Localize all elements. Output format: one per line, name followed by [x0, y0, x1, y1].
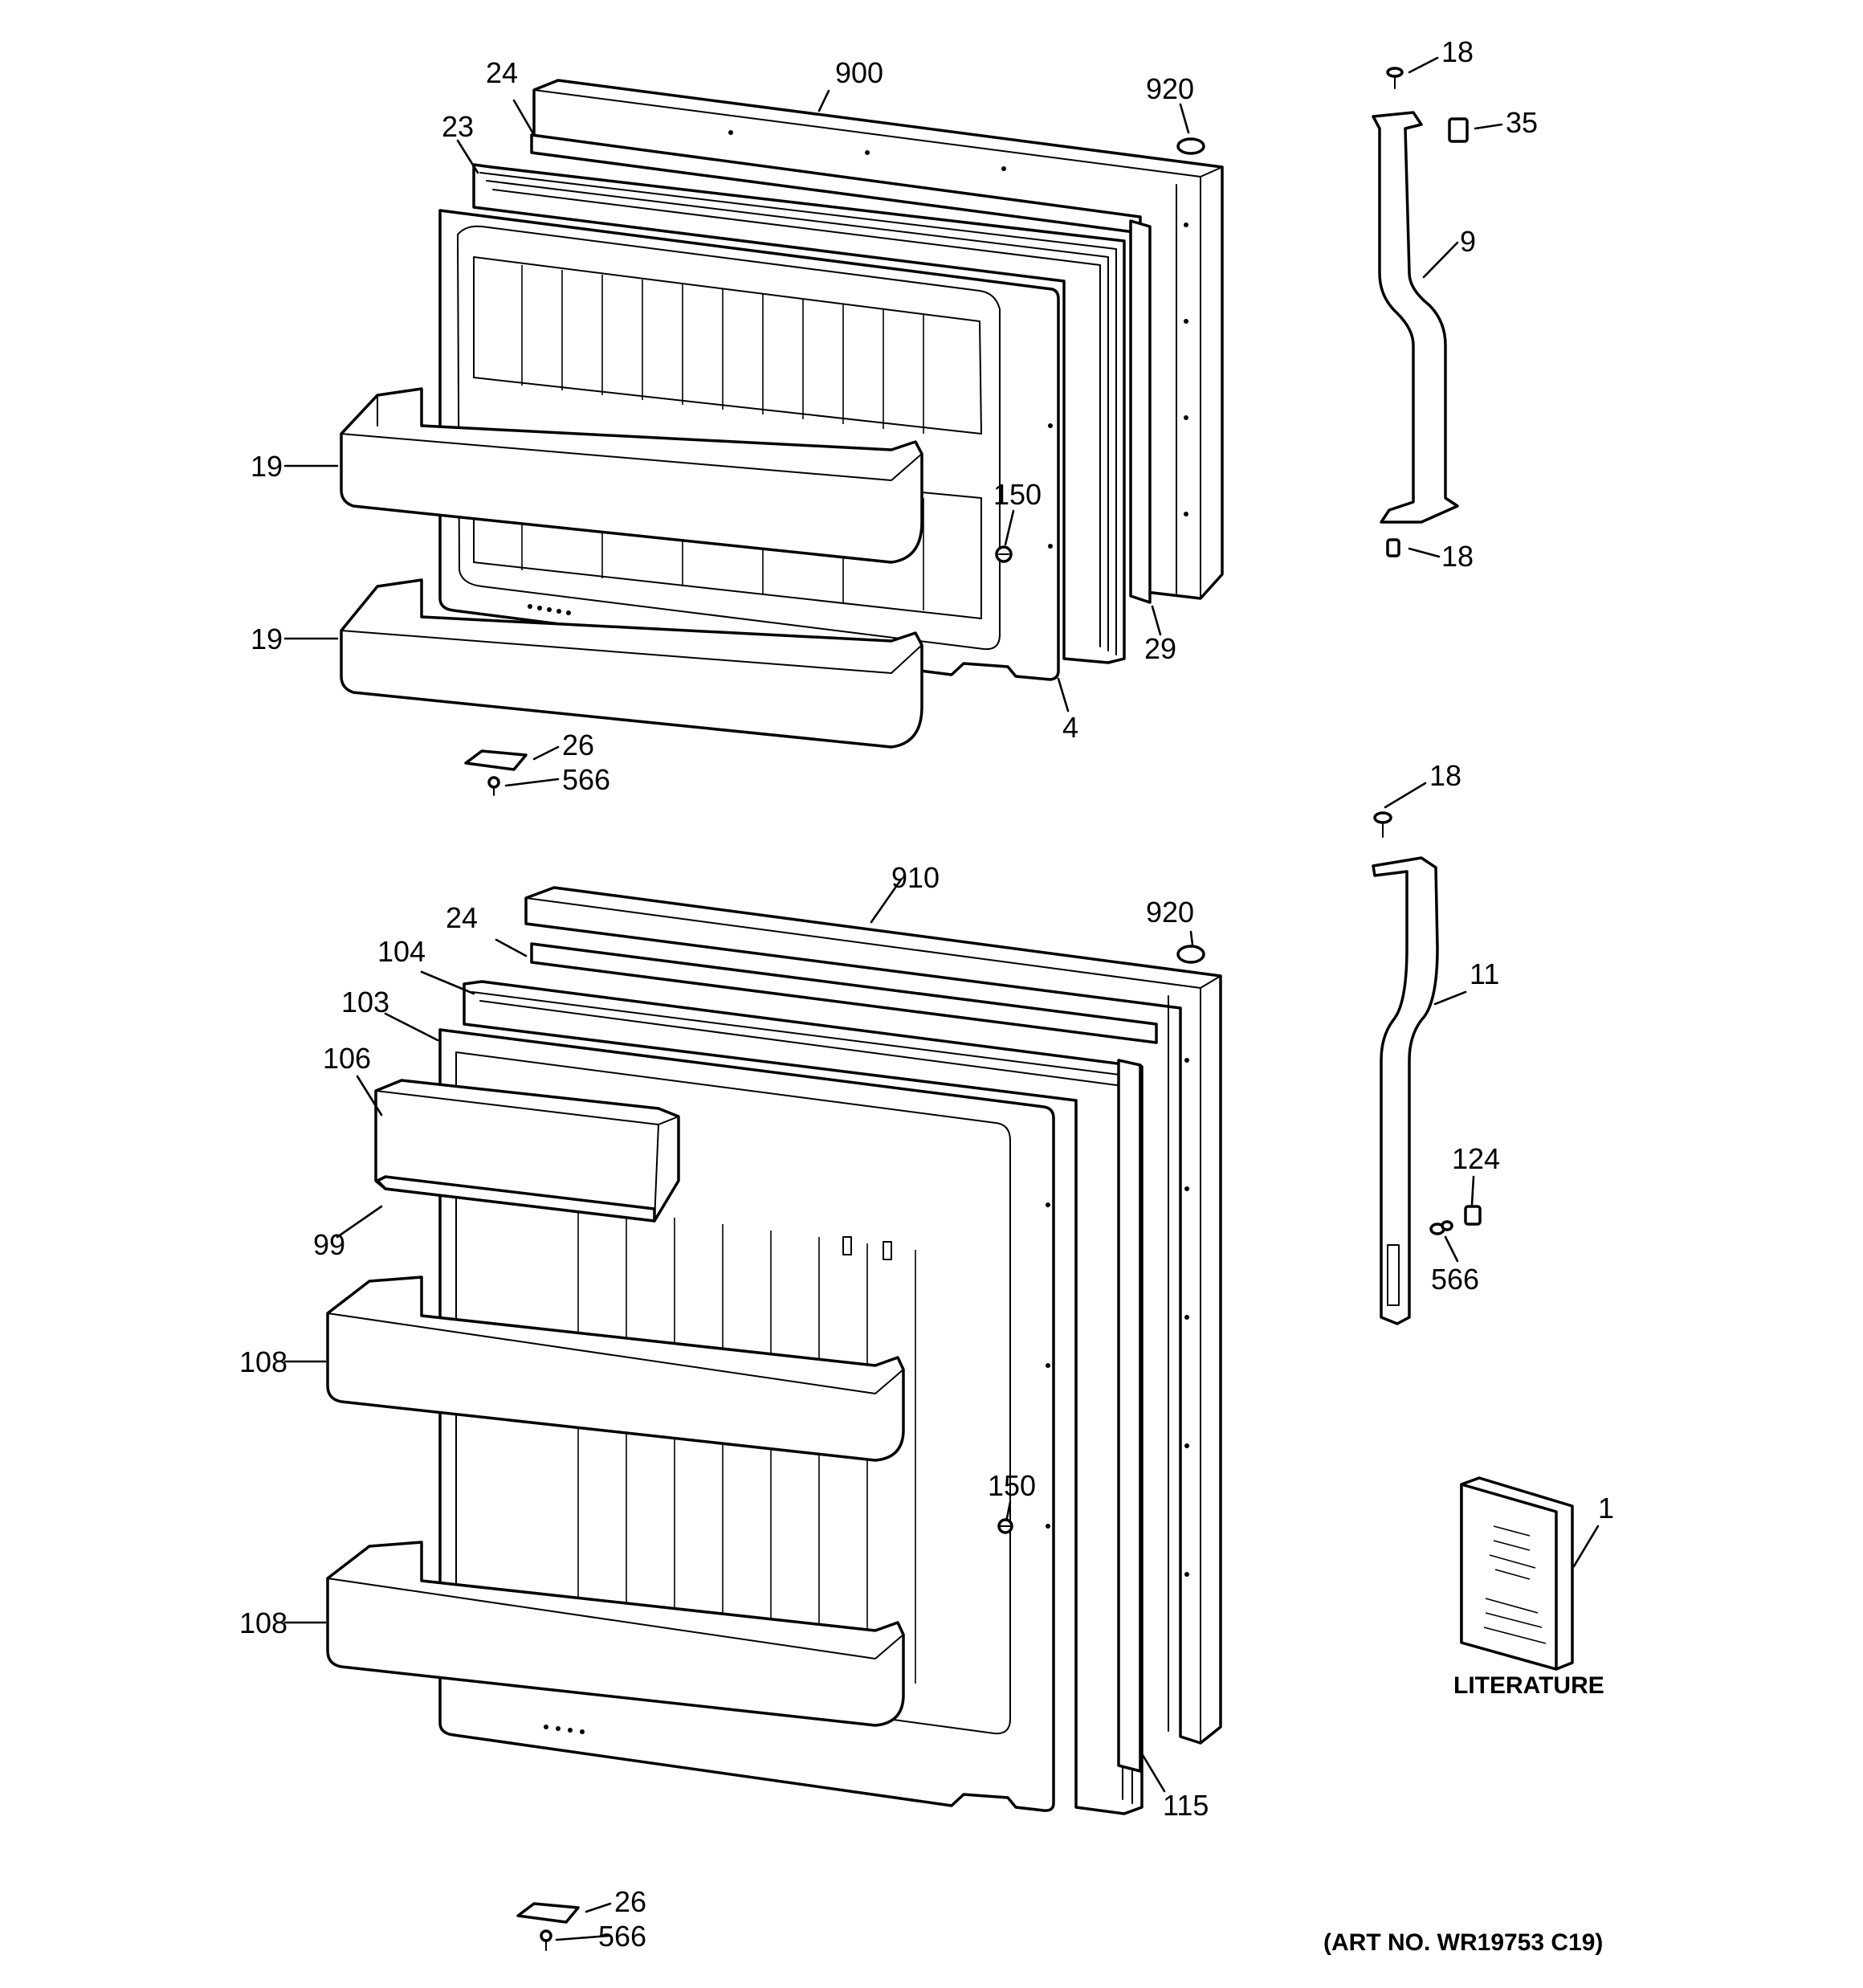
part-99-dairy-door	[376, 1175, 656, 1223]
part-19-door-bin-upper	[340, 387, 923, 564]
callout-19: 19	[251, 623, 283, 655]
callout-920: 920	[1146, 72, 1194, 105]
part-1-literature	[1460, 1476, 1574, 1671]
part-566-washer	[1429, 1220, 1453, 1235]
part-920-plug-lower	[1176, 945, 1205, 964]
callout-920: 920	[1146, 896, 1194, 929]
callout-150: 150	[988, 1469, 1036, 1502]
callout-29: 29	[1144, 632, 1176, 665]
part-24-top-trim-lower	[530, 942, 1158, 1044]
part-920-plug	[1176, 137, 1205, 155]
fresh-food-handle-assembly	[1372, 811, 1482, 1325]
part-19-door-bin-lower	[340, 578, 923, 749]
callout-18: 18	[1441, 540, 1474, 573]
part-124-clip	[1464, 1205, 1482, 1226]
part-9-handle	[1372, 111, 1459, 524]
callout-124: 124	[1452, 1142, 1500, 1175]
part-566-screw-upper	[487, 776, 500, 796]
part-29-breaker-strip	[1129, 219, 1152, 604]
callout-26: 26	[562, 729, 594, 761]
part-18-screw-top	[1386, 67, 1404, 89]
callout-1: 1	[1598, 1492, 1614, 1525]
leader-lines	[283, 56, 1600, 1941]
art-number: (ART NO. WR19753 C19)	[1323, 1929, 1603, 1956]
callout-108: 108	[239, 1345, 287, 1378]
callout-106: 106	[323, 1042, 371, 1075]
callout-910: 910	[891, 861, 940, 894]
literature-label: LITERATURE	[1453, 1672, 1604, 1699]
callout-26: 26	[614, 1885, 646, 1918]
part-150-screw-lower	[997, 1518, 1013, 1534]
callout-150: 150	[993, 478, 1042, 511]
part-18-screw-lower-handle	[1373, 811, 1392, 838]
part-910-outer-door	[524, 886, 1222, 1745]
callout-566: 566	[1431, 1263, 1479, 1296]
callout-11: 11	[1470, 957, 1499, 990]
callout-35: 35	[1506, 106, 1538, 139]
callout-18: 18	[1429, 759, 1461, 792]
part-11-handle	[1372, 856, 1439, 1325]
callout-104: 104	[377, 935, 426, 968]
callout-566: 566	[598, 1920, 646, 1953]
part-26-hinge-upper	[464, 749, 528, 771]
part-150-screw	[995, 545, 1013, 563]
part-18-screw-bottom	[1386, 538, 1400, 557]
callout-566: 566	[562, 763, 610, 796]
callout-108: 108	[239, 1606, 287, 1639]
callout-18: 18	[1441, 35, 1474, 68]
part-108-door-bin-upper	[326, 1276, 905, 1462]
callout-24: 24	[486, 56, 518, 89]
callout-4: 4	[1062, 711, 1078, 744]
part-35-end-cap	[1448, 117, 1469, 143]
part-566-screw-lower	[540, 1929, 552, 1951]
callout-900: 900	[835, 56, 883, 89]
callout-19: 19	[251, 450, 283, 483]
callout-115: 115	[1163, 1789, 1209, 1822]
callout-99: 99	[313, 1228, 345, 1261]
freezer-door-assembly	[340, 79, 1224, 796]
callout-9: 9	[1460, 225, 1476, 258]
part-26-hinge-lower	[516, 1902, 580, 1924]
callout-103: 103	[341, 986, 389, 1018]
callout-23: 23	[442, 110, 474, 143]
part-115-breaker-strip	[1117, 1059, 1142, 1773]
callout-24: 24	[446, 901, 478, 934]
freezer-handle-assembly	[1372, 67, 1469, 557]
callout-labels: 900 920 24 23 18 35 9 19 19 150 18 29 4 …	[239, 35, 1614, 1953]
fresh-food-door-assembly	[326, 886, 1222, 1951]
part-108-door-bin-lower	[326, 1541, 905, 1727]
part-23-gasket	[472, 163, 1126, 664]
